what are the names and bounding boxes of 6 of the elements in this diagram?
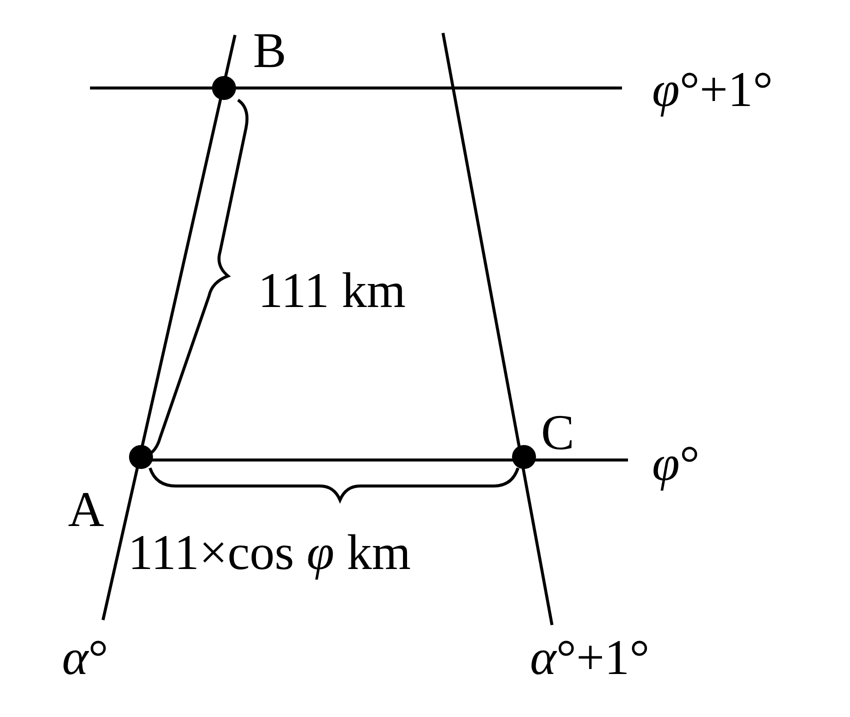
distance-label: 111 km	[258, 265, 406, 315]
point-label: B	[253, 25, 286, 75]
point-label: C	[541, 407, 574, 457]
longitude-label: α°+1°	[530, 632, 650, 682]
point-label: A	[68, 484, 104, 534]
longitude-label: α°	[62, 632, 108, 682]
